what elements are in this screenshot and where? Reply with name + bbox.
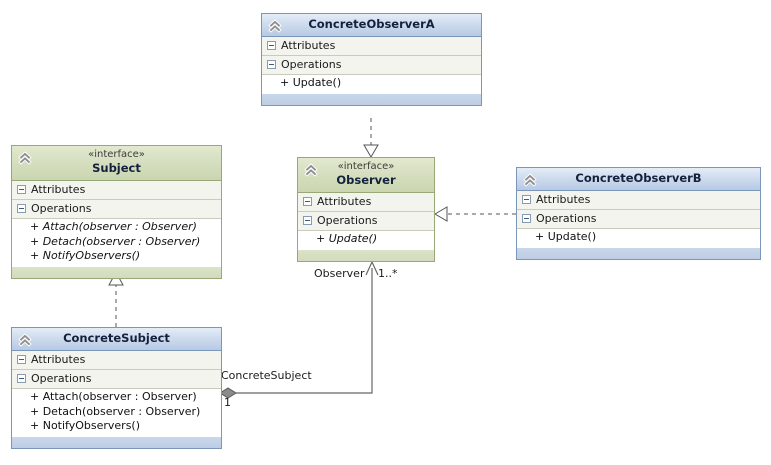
operation-item: + NotifyObservers() [30, 419, 141, 432]
operations-list: + Attach(observer : Observer) + Detach(o… [12, 389, 221, 436]
section-label-attributes: Attributes [317, 195, 372, 208]
chevron-double-up-icon [523, 173, 537, 187]
operation-item: + Update() [280, 76, 342, 89]
class-stereotype: «interface» [88, 149, 145, 160]
collapse-toggle-icon[interactable] [522, 214, 531, 223]
operations-list: + Attach(observer : Observer) + Detach(o… [12, 219, 221, 266]
operation-item: + Detach(observer : Observer) [30, 234, 201, 248]
section-label-operations: Operations [31, 202, 92, 215]
section-operations[interactable]: Operations [12, 370, 221, 389]
operation-item: + Detach(observer : Observer) [30, 404, 201, 418]
section-operations[interactable]: Operations [298, 212, 434, 231]
operation-item: + Update() [316, 232, 378, 245]
section-attributes[interactable]: Attributes [262, 37, 481, 56]
realization-edge-concrete-observer-b [434, 206, 516, 222]
operations-list: + Update() [262, 75, 481, 93]
uml-class-concrete-observer-a[interactable]: ConcreteObserverA Attributes Operations … [261, 13, 482, 106]
realization-edge-concrete-observer-a [363, 118, 379, 158]
class-header: «interface» Observer [298, 158, 434, 193]
uml-class-concrete-observer-b[interactable]: ConcreteObserverB Attributes Operations … [516, 167, 761, 260]
class-footer [12, 435, 221, 448]
section-label-attributes: Attributes [536, 193, 591, 206]
operations-list: + Update() [517, 229, 760, 247]
class-name: Observer [336, 173, 396, 187]
collapse-toggle-icon[interactable] [17, 355, 26, 364]
class-name: ConcreteSubject [63, 331, 170, 345]
class-footer [298, 248, 434, 261]
section-label-attributes: Attributes [281, 39, 336, 52]
chevron-double-up-icon [268, 19, 282, 33]
uml-class-observer[interactable]: «interface» Observer Attributes Operatio… [297, 157, 435, 262]
section-label-operations: Operations [31, 372, 92, 385]
section-label-operations: Operations [317, 214, 378, 227]
collapse-toggle-icon[interactable] [17, 374, 26, 383]
section-operations[interactable]: Operations [12, 200, 221, 219]
class-name: Subject [92, 161, 141, 175]
chevron-double-up-icon [18, 151, 32, 165]
class-footer [12, 265, 221, 278]
class-header: ConcreteObserverB [517, 168, 760, 191]
edge-label-concrete-subject-role: ConcreteSubject [221, 369, 312, 382]
section-attributes[interactable]: Attributes [12, 181, 221, 200]
collapse-toggle-icon[interactable] [522, 195, 531, 204]
collapse-toggle-icon[interactable] [303, 197, 312, 206]
section-label-operations: Operations [281, 58, 342, 71]
collapse-toggle-icon[interactable] [17, 185, 26, 194]
class-footer [517, 246, 760, 259]
chevron-double-up-icon [18, 333, 32, 347]
class-name: ConcreteObserverA [308, 17, 435, 31]
uml-class-concrete-subject[interactable]: ConcreteSubject Attributes Operations + … [11, 327, 222, 449]
operation-item: + Attach(observer : Observer) [30, 390, 197, 403]
class-name: ConcreteObserverB [575, 171, 702, 185]
section-label-operations: Operations [536, 212, 597, 225]
section-attributes[interactable]: Attributes [12, 351, 221, 370]
class-header: ConcreteSubject [12, 328, 221, 351]
collapse-toggle-icon[interactable] [267, 60, 276, 69]
chevron-double-up-icon [304, 163, 318, 177]
edge-label-observer-multiplicity: 1..* [378, 267, 398, 280]
section-attributes[interactable]: Attributes [298, 193, 434, 212]
class-header: «interface» Subject [12, 146, 221, 181]
section-label-attributes: Attributes [31, 183, 86, 196]
collapse-toggle-icon[interactable] [303, 216, 312, 225]
collapse-toggle-icon[interactable] [267, 41, 276, 50]
class-footer [262, 92, 481, 105]
edge-label-observer-role: Observer [314, 267, 365, 280]
collapse-toggle-icon[interactable] [17, 204, 26, 213]
section-attributes[interactable]: Attributes [517, 191, 760, 210]
realization-edge-concrete-subject [108, 270, 124, 327]
operation-item: + NotifyObservers() [30, 249, 141, 262]
class-stereotype: «interface» [337, 161, 395, 172]
section-operations[interactable]: Operations [517, 210, 760, 229]
operation-item: + Update() [535, 230, 597, 243]
section-operations[interactable]: Operations [262, 56, 481, 75]
edge-label-concrete-subject-multiplicity: 1 [224, 396, 231, 409]
operation-item: + Attach(observer : Observer) [30, 220, 197, 233]
class-header: ConcreteObserverA [262, 14, 481, 37]
operations-list: + Update() [298, 231, 434, 249]
section-label-attributes: Attributes [31, 353, 86, 366]
uml-class-subject[interactable]: «interface» Subject Attributes Operation… [11, 145, 222, 279]
